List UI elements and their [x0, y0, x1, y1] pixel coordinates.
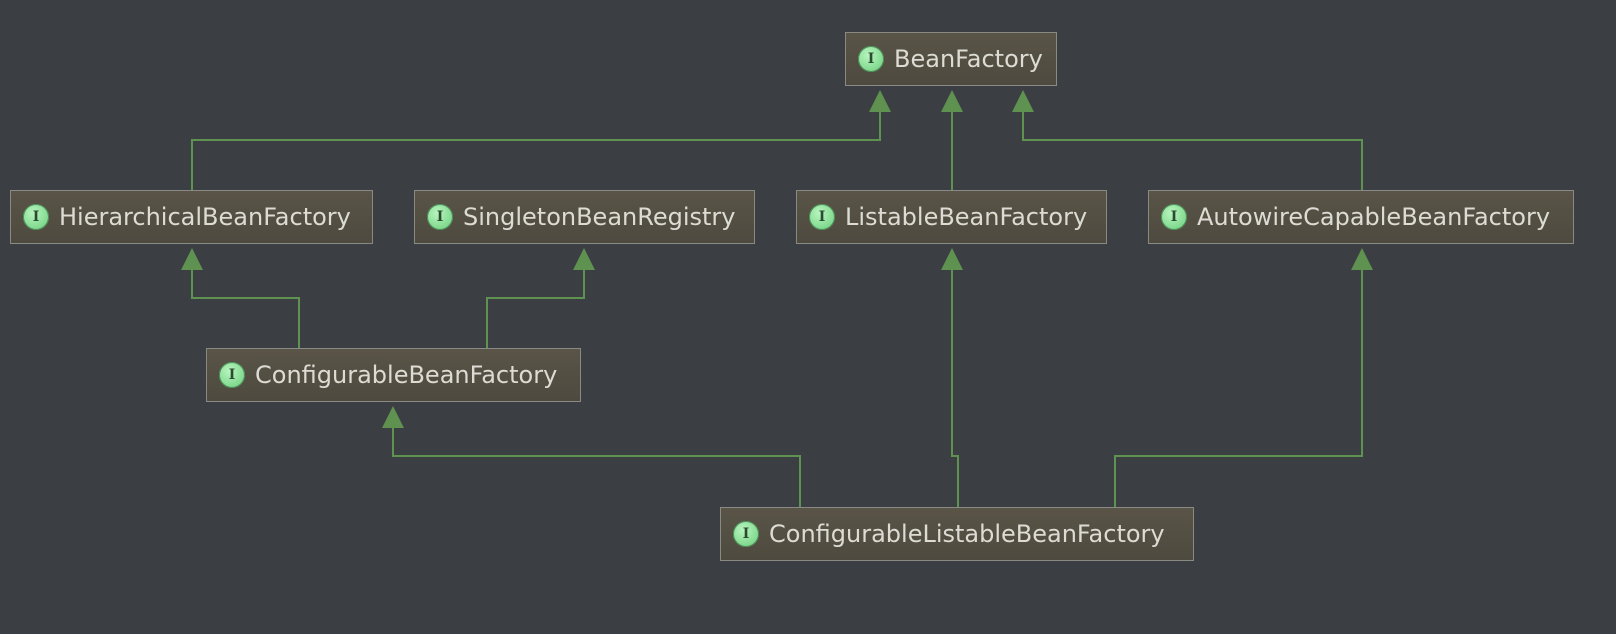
edge-clbf-to-cbf	[392, 428, 801, 507]
node-label: SingletonBeanRegistry	[463, 203, 736, 231]
node-singleton-bean-registry[interactable]: I SingletonBeanRegistry	[414, 190, 755, 244]
arrowhead-acbf-to-bf	[1012, 90, 1034, 112]
node-label: ListableBeanFactory	[845, 203, 1088, 231]
edge-clbf-to-acbf	[1114, 270, 1363, 507]
edge-cbf-to-hbf	[191, 270, 300, 348]
node-hierarchical-bean-factory[interactable]: I HierarchicalBeanFactory	[10, 190, 373, 244]
arrowhead-cbf-to-hbf	[181, 248, 203, 270]
edge-clbf-to-lbf	[951, 270, 959, 507]
interface-icon: I	[733, 521, 759, 547]
node-label: BeanFactory	[894, 45, 1043, 73]
edge-hbf-to-bf	[191, 112, 881, 190]
node-label: ConfigurableListableBeanFactory	[769, 520, 1165, 548]
interface-icon: I	[858, 46, 884, 72]
arrowhead-clbf-to-cbf	[382, 406, 404, 428]
interface-icon: I	[219, 362, 245, 388]
edge-cbf-to-sbr	[486, 270, 585, 348]
interface-icon: I	[1161, 204, 1187, 230]
arrowhead-clbf-to-acbf	[1351, 248, 1373, 270]
interface-icon: I	[427, 204, 453, 230]
node-configurable-listable-bean-factory[interactable]: I ConfigurableListableBeanFactory	[720, 507, 1194, 561]
arrowhead-cbf-to-sbr	[573, 248, 595, 270]
node-autowire-capable-bean-factory[interactable]: I AutowireCapableBeanFactory	[1148, 190, 1574, 244]
node-bean-factory[interactable]: I BeanFactory	[845, 32, 1057, 86]
edge-acbf-to-bf	[1022, 112, 1363, 190]
node-label: ConfigurableBeanFactory	[255, 361, 558, 389]
node-configurable-bean-factory[interactable]: I ConfigurableBeanFactory	[206, 348, 581, 402]
arrowhead-lbf-to-bf	[941, 90, 963, 112]
arrowhead-clbf-to-lbf	[941, 248, 963, 270]
interface-icon: I	[809, 204, 835, 230]
arrowhead-hbf-to-bf	[869, 90, 891, 112]
node-listable-bean-factory[interactable]: I ListableBeanFactory	[796, 190, 1107, 244]
node-label: AutowireCapableBeanFactory	[1197, 203, 1551, 231]
interface-icon: I	[23, 204, 49, 230]
node-label: HierarchicalBeanFactory	[59, 203, 351, 231]
